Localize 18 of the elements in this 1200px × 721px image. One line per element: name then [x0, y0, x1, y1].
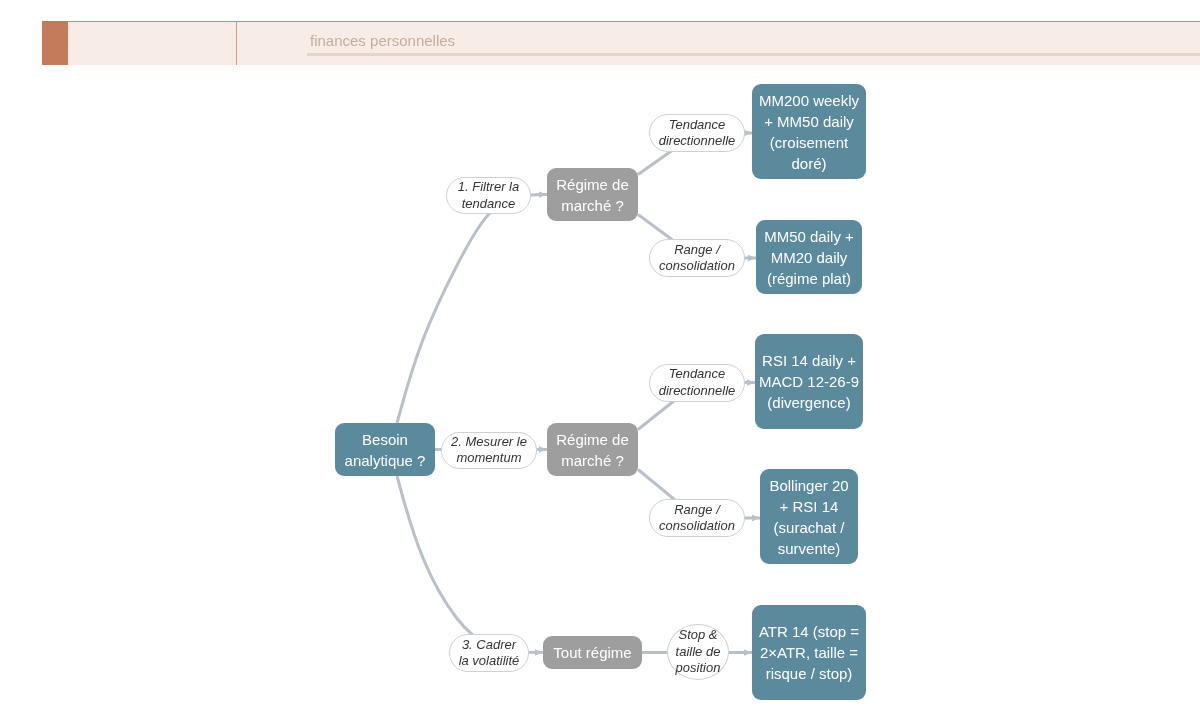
result-box: MM200 weekly + MM50 daily (croisement doré) [752, 84, 866, 179]
edge-label: Tendance directionnelle [649, 114, 745, 152]
edge-label: 1. Filtrer la tendance [446, 177, 531, 214]
edge-label: Tendance directionnelle [649, 363, 745, 402]
result-box: MM50 daily + MM20 daily (régime plat) [756, 220, 862, 294]
edge-label: Range / consolidation [649, 239, 745, 277]
edge-label: 3. Cadrer la volatilité [449, 634, 529, 672]
process-box: Tout régime [543, 636, 642, 669]
result-box: RSI 14 daily + MACD 12-26-9 (divergence) [755, 334, 863, 429]
decision-box: Besoin analytique ? [335, 423, 435, 476]
decision-box: Régime de marché ? [547, 423, 638, 476]
decision-box: Régime de marché ? [547, 168, 638, 221]
tagline: finances personnelles [310, 32, 456, 49]
edge-label: 2. Mesurer le momentum [441, 431, 537, 469]
result-box: Bollinger 20 + RSI 14 (surachat / survente) [760, 469, 858, 564]
result-box: ATR 14 (stop = 2×ATR, taille = risque / stop) [752, 605, 866, 700]
edge-label: Range / consolidation [649, 499, 745, 537]
edge-label: Stop & taille de position [667, 624, 729, 680]
